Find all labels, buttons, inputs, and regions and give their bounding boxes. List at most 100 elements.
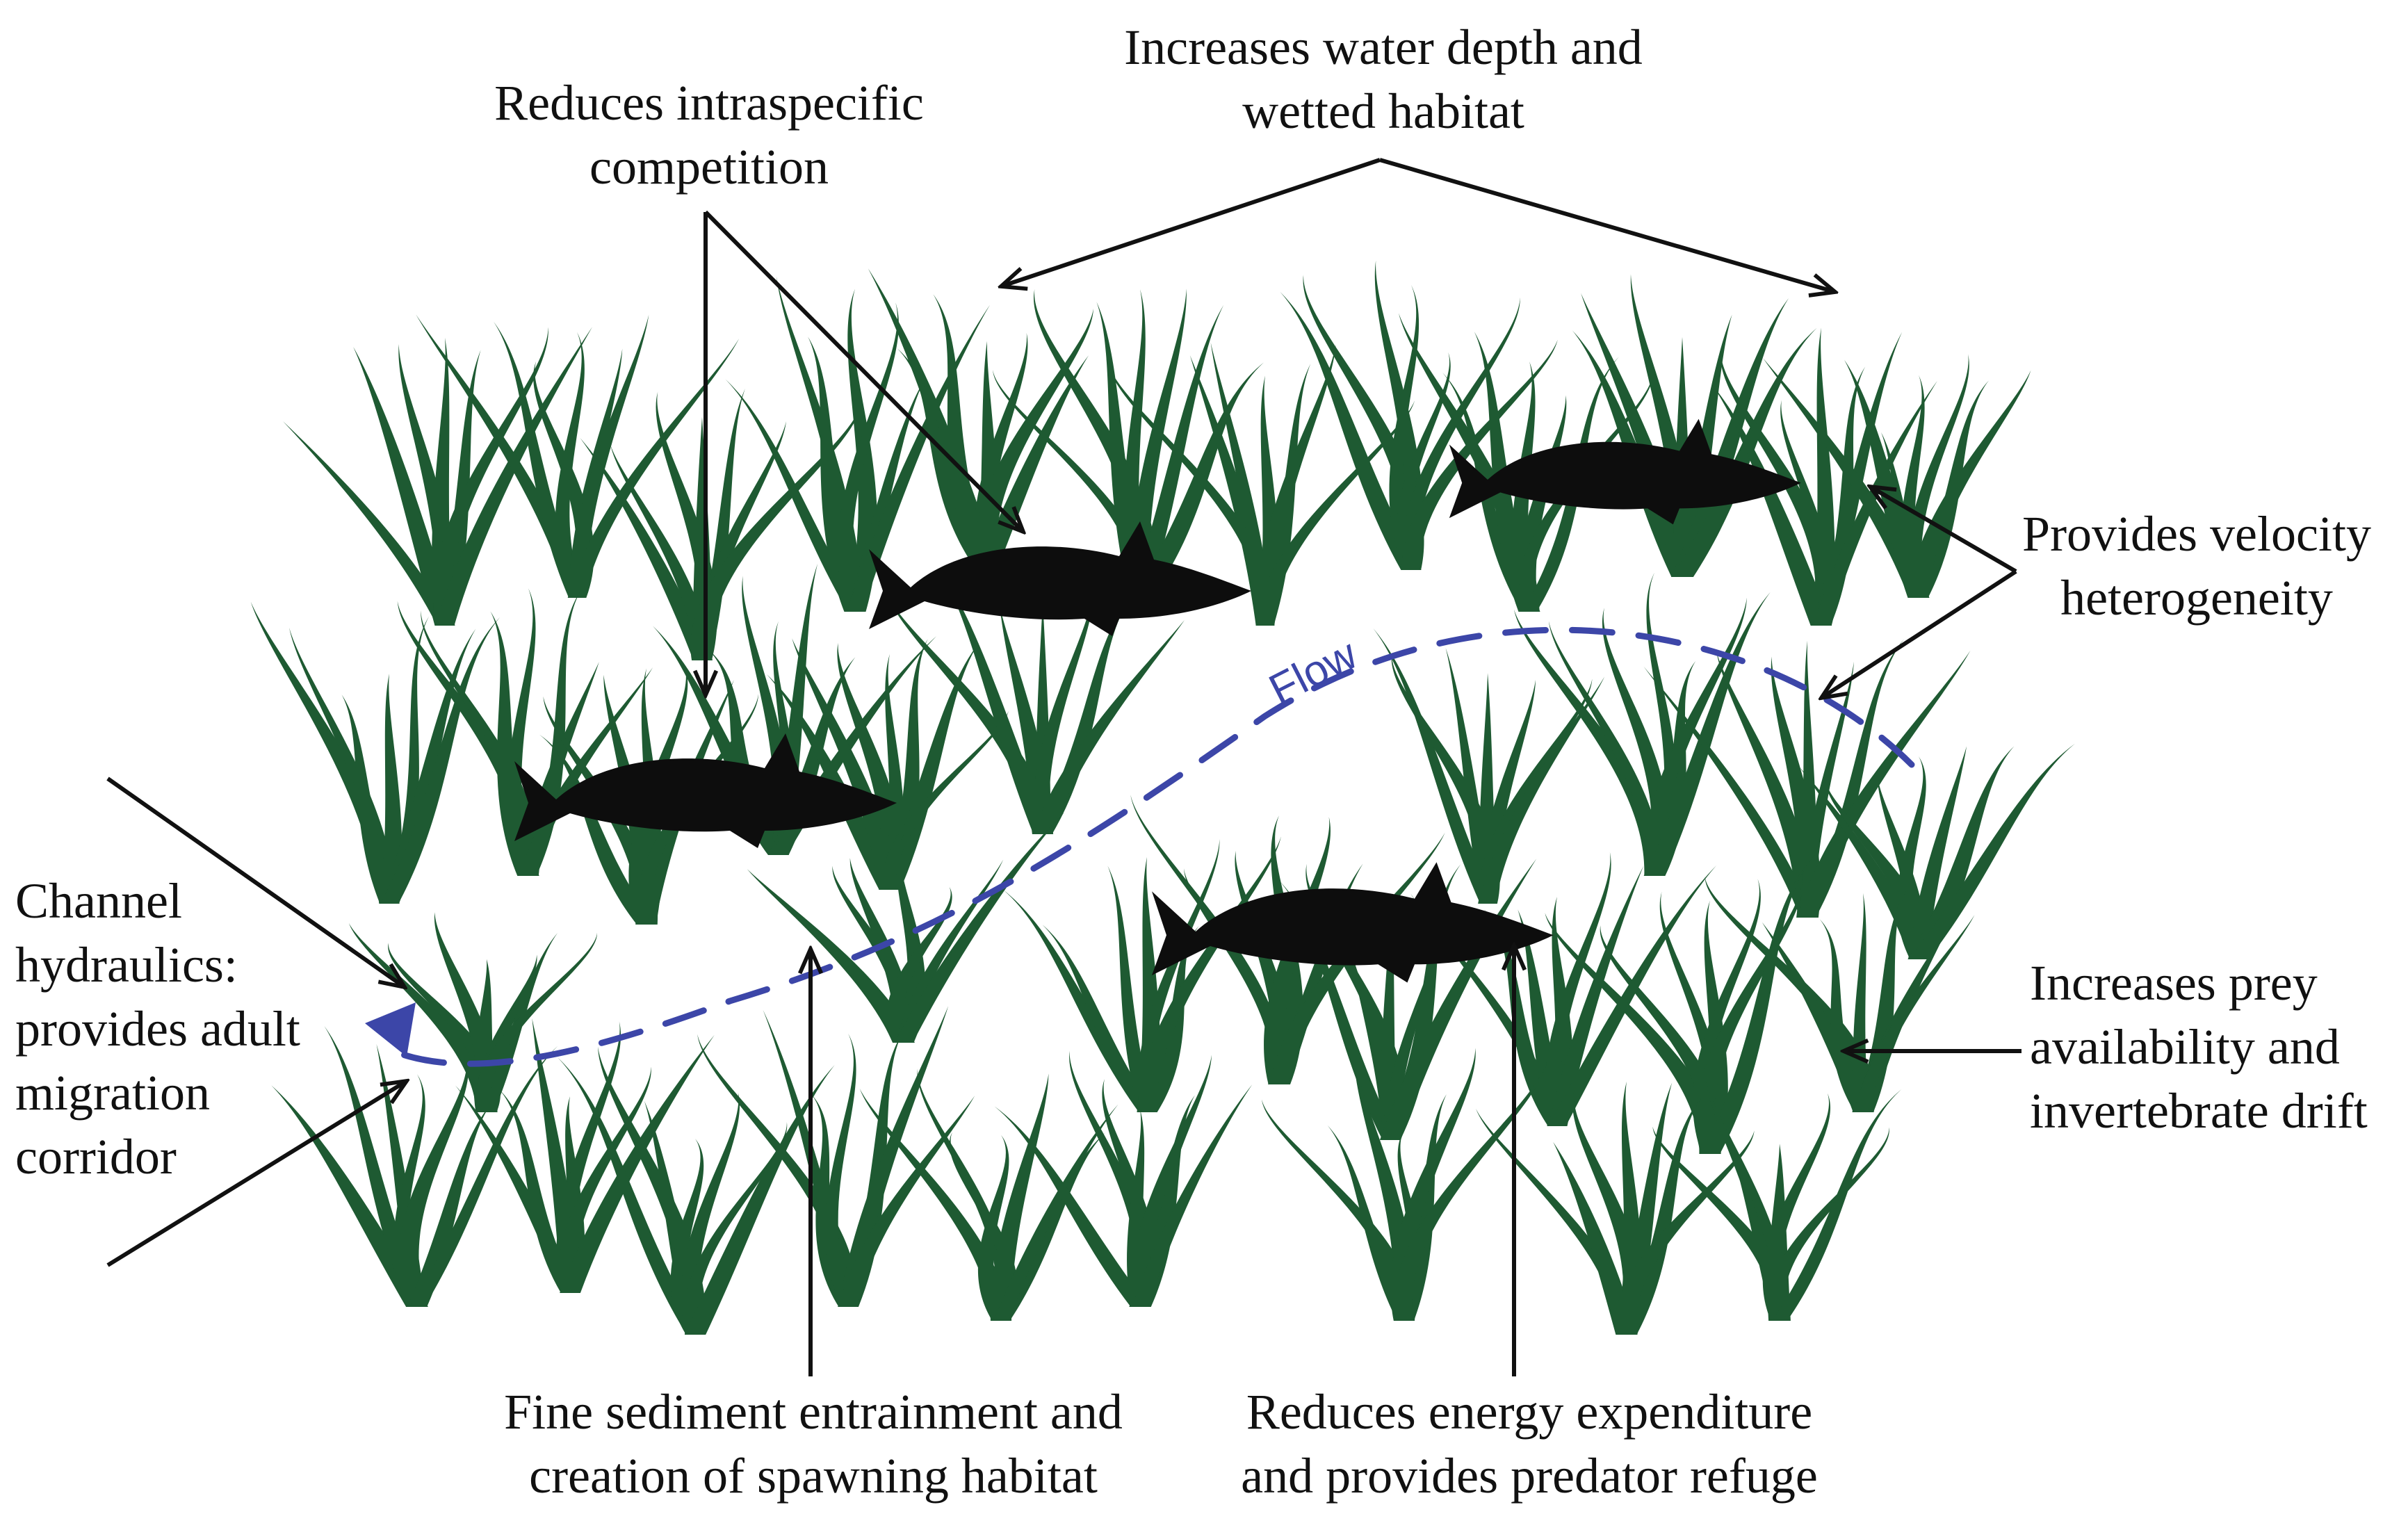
grass-blade [847,304,991,612]
grass-clump [1003,836,1281,1112]
grass-blade [610,444,710,660]
grass-blade [882,710,1009,890]
grass-blade [555,332,585,598]
grass-blade [811,1093,858,1307]
grass-blade [1096,302,1150,598]
grass-blade [994,1106,1150,1307]
label-velocity-heterogeneity: Provides velocity heterogeneity [1988,502,2405,630]
grass-blade [1545,852,1611,1126]
label-water-depth-line1: Increases water depth and [1124,19,1643,75]
label-fine-sediment: Fine sediment entrainment and creation o… [445,1380,1182,1508]
grass-blade [1616,1082,1673,1335]
grass-blade [543,696,656,925]
grass-blade [1033,584,1094,834]
grass-blade [1763,358,1929,598]
grass-blade [341,694,399,904]
grass-blade [1129,362,1264,598]
grass-blade [520,667,653,876]
grass-blade [1137,926,1199,1112]
grass-blade [1907,746,2015,959]
grass-blade [1819,919,1871,1112]
label-channel-line5: corridor [15,1129,177,1185]
label-water-depth: Increases water depth and wetted habitat [1001,15,1766,143]
grass-blade [476,932,598,1112]
grass-clump [1280,260,1558,570]
label-prey-line2: availability and [2030,1019,2340,1075]
grass-blade [1643,666,1815,918]
grass-blade [1257,400,1415,626]
grass-blade [1279,881,1399,1140]
grass-blade [1402,339,1558,570]
grass-blade [433,327,548,626]
label-channel-line2: hydraulics: [15,937,238,993]
grass-blade [670,1138,705,1335]
grass-blade [380,674,402,904]
grass-clump [887,569,1185,834]
label-intraspecific-competition: Reduces intraspecific competition [361,71,1057,199]
grass-blade [1548,621,1662,876]
grass-blade [1811,327,1835,626]
grass-blade [838,1032,904,1307]
grass-blade [1394,1057,1547,1321]
label-intraspecific-line2: competition [589,139,829,195]
label-energy-line1: Reduces energy expenditure [1246,1384,1813,1440]
grass-clump [859,1068,1118,1321]
grass-blade [1853,890,1907,1112]
grass-blade [557,1057,704,1335]
grass-blade [1896,756,1928,959]
grass-blade [1616,1095,1704,1335]
grass-blade [568,314,649,598]
aquatic-vegetation [250,260,2075,1335]
grass-blade [1280,291,1422,570]
grass-blade [1659,891,1725,1154]
grass-blade [436,350,481,626]
grass-blade [837,642,904,890]
grass-blade [1652,1126,1791,1321]
label-prey-line3: invertebrate drift [2030,1083,2368,1139]
grass-blade [1269,832,1445,1084]
grass-clump [1763,354,2031,598]
grass-blade [353,346,455,626]
label-energy-expenditure: Reduces energy expenditure and provides … [1196,1380,1863,1508]
grass-blade [1303,275,1424,570]
grass-blade [1389,285,1419,570]
annotation-arrows [106,158,2021,1376]
grass-blade [838,1096,975,1307]
grass-clump [697,1006,975,1307]
grass-blade [949,1132,1018,1321]
grass-clump [1799,743,2075,959]
grass-blade [694,389,745,660]
grass-blade [1909,746,1967,959]
label-water-depth-line2: wetted habitat [1242,83,1524,139]
grass-blade [1391,653,1500,904]
grass-blade [1123,289,1149,598]
grass-blade [1545,913,1721,1154]
grass-blade [1548,865,1644,1126]
grass-clump [1410,852,1717,1126]
grass-blade [416,314,586,598]
grass-blade [1379,859,1537,1140]
grass-blade [1513,609,1665,876]
grass-blade [520,589,582,876]
grass-blade [407,1103,491,1307]
grass-blade [1034,288,1156,598]
grass-blade [684,1065,835,1335]
label-channel-line1: Channel [15,873,182,929]
grass-blade [1132,1084,1253,1307]
grass-blade [398,1051,469,1307]
grass-blade [283,421,453,626]
grass-clump [868,268,1093,570]
grass-blade [880,639,928,890]
flow-arrowhead-icon [365,1002,416,1057]
grass-blade [1720,348,1836,626]
grass-blade [1042,925,1155,1112]
grass-blade [1600,925,1724,1154]
grass-clump [416,314,740,598]
grass-blade [1768,1127,1889,1321]
grass-blade [397,601,540,876]
grass-blade [388,943,501,1112]
grass-blade [939,569,1052,834]
grass-blade [1033,592,1136,834]
grass-clump [271,1025,558,1307]
